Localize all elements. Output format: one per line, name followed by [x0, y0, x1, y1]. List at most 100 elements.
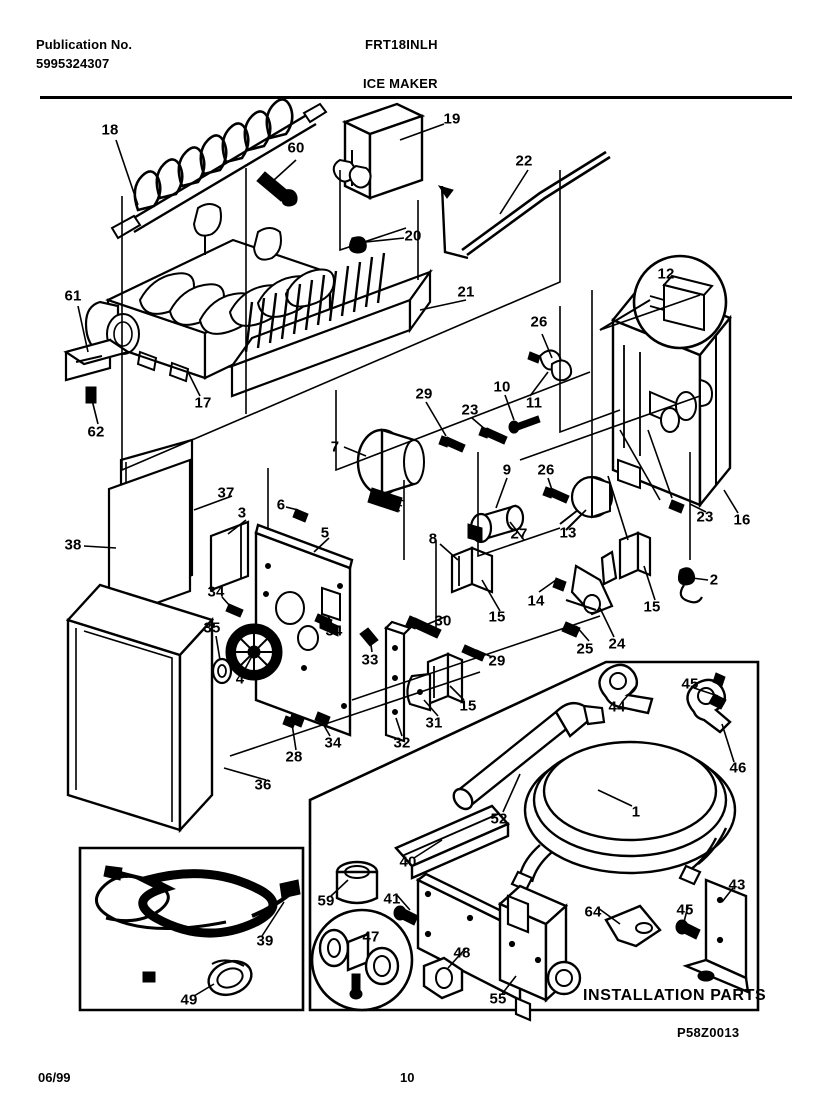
callout-55: 55: [489, 990, 507, 1008]
callout-10: 10: [493, 378, 511, 396]
detail-circle-47: [312, 910, 412, 1010]
linkage-24: [566, 552, 616, 614]
callout-36: 36: [254, 776, 272, 794]
liner-38: [109, 460, 190, 620]
callout-3: 3: [237, 504, 247, 522]
callout-5: 5: [320, 524, 330, 542]
fitting-48: [424, 958, 462, 998]
drive-gear-4: [226, 624, 282, 680]
fill-tube-22: [439, 152, 610, 258]
header-rule: [40, 96, 792, 99]
callout-47: 47: [362, 928, 380, 946]
callout-48: 48: [453, 944, 471, 962]
wiring-harness-panel: [80, 848, 303, 1010]
callout-16: 16: [733, 511, 751, 529]
phantom-guides: [122, 168, 700, 756]
callout-11: 11: [525, 394, 543, 412]
callout-34: 34: [207, 583, 225, 601]
callout-40: 40: [399, 853, 417, 871]
ice-container-36: [68, 585, 212, 830]
callout-8: 8: [428, 530, 438, 548]
callout-6: 6: [276, 496, 286, 514]
page-number: 10: [400, 1070, 415, 1085]
callout-64: 64: [584, 903, 602, 921]
callout-23: 23: [461, 401, 479, 419]
installation-parts-panel: [310, 662, 758, 1020]
angle-bracket-43: [686, 880, 748, 992]
water-valve-55: [500, 886, 580, 1020]
harness-39: [96, 866, 300, 982]
publication-label: Publication No.: [36, 37, 133, 52]
revision-date: 06/99: [38, 1070, 71, 1085]
callout-59: 59: [317, 892, 335, 910]
callout-49: 49: [180, 991, 198, 1009]
publication-block: Publication No. 5995324307: [36, 36, 132, 74]
callout-15: 15: [488, 608, 506, 626]
bracket-32: [386, 622, 410, 741]
callout-24: 24: [608, 635, 626, 653]
water-tubing-coil-1: [512, 742, 735, 890]
callout-38: 38: [64, 536, 82, 554]
model-number: FRT18INLH: [365, 37, 438, 52]
callout-18: 18: [101, 121, 119, 139]
bushing-35: [213, 659, 231, 683]
callout-46: 46: [729, 759, 747, 777]
callout-44: 44: [608, 698, 626, 716]
plate-61: [66, 340, 128, 380]
panel-3: [211, 522, 248, 590]
screw-45a: [709, 694, 726, 709]
callout-33: 33: [361, 651, 379, 669]
callout-4: 4: [235, 670, 245, 688]
callout-23: 23: [696, 508, 714, 526]
callout-28: 28: [285, 748, 303, 766]
callout-21: 21: [457, 283, 475, 301]
installation-parts-label: INSTALLATION PARTS: [583, 987, 767, 1004]
callout-45: 45: [676, 901, 694, 919]
callout-29: 29: [415, 385, 433, 403]
strap-64: [606, 906, 660, 946]
publication-number: 5995324307: [36, 55, 110, 71]
section-title: ICE MAKER: [363, 76, 438, 91]
ice-maker-motor-7: [358, 430, 424, 512]
grommet-49: [204, 955, 256, 1000]
callout-32: 32: [393, 734, 411, 752]
callout-7: 7: [330, 438, 340, 456]
callout-37: 37: [217, 484, 235, 502]
ejector-arm-18: [112, 99, 326, 238]
callout-60: 60: [287, 139, 305, 157]
callout-15: 15: [643, 598, 661, 616]
callout-2: 2: [709, 571, 719, 589]
switch-15c: [620, 533, 650, 578]
callout-13: 13: [559, 524, 577, 542]
callout-61: 61: [64, 287, 82, 305]
callout-25: 25: [576, 640, 594, 658]
callout-34: 34: [324, 734, 342, 752]
callout-43: 43: [728, 876, 746, 894]
thermostat-13: [560, 477, 612, 530]
callout-14: 14: [527, 592, 545, 610]
callout-62: 62: [87, 423, 105, 441]
support-bracket-19: [334, 104, 422, 198]
callout-1: 1: [631, 803, 641, 821]
screw-45b-head: [676, 920, 688, 934]
callout-17: 17: [194, 394, 212, 412]
callout-52: 52: [490, 810, 508, 828]
screw-45a-head: [713, 673, 725, 686]
callout-26: 26: [530, 313, 548, 331]
tube-sleeve-52: [450, 703, 604, 813]
leader-lines: [78, 124, 738, 996]
screw-41-head: [394, 906, 406, 920]
callout-12: 12: [657, 265, 675, 283]
clamp-44: [599, 665, 652, 713]
mounting-plate-5: [256, 525, 352, 735]
callout-45: 45: [681, 675, 699, 693]
callout-22: 22: [515, 152, 533, 170]
callout-9: 9: [502, 461, 512, 479]
clamp-46: [687, 680, 730, 732]
callout-31: 31: [425, 714, 443, 732]
callout-35: 35: [203, 619, 221, 637]
callout-30: 30: [434, 612, 452, 630]
callout-15: 15: [459, 697, 477, 715]
callout-29: 29: [488, 652, 506, 670]
